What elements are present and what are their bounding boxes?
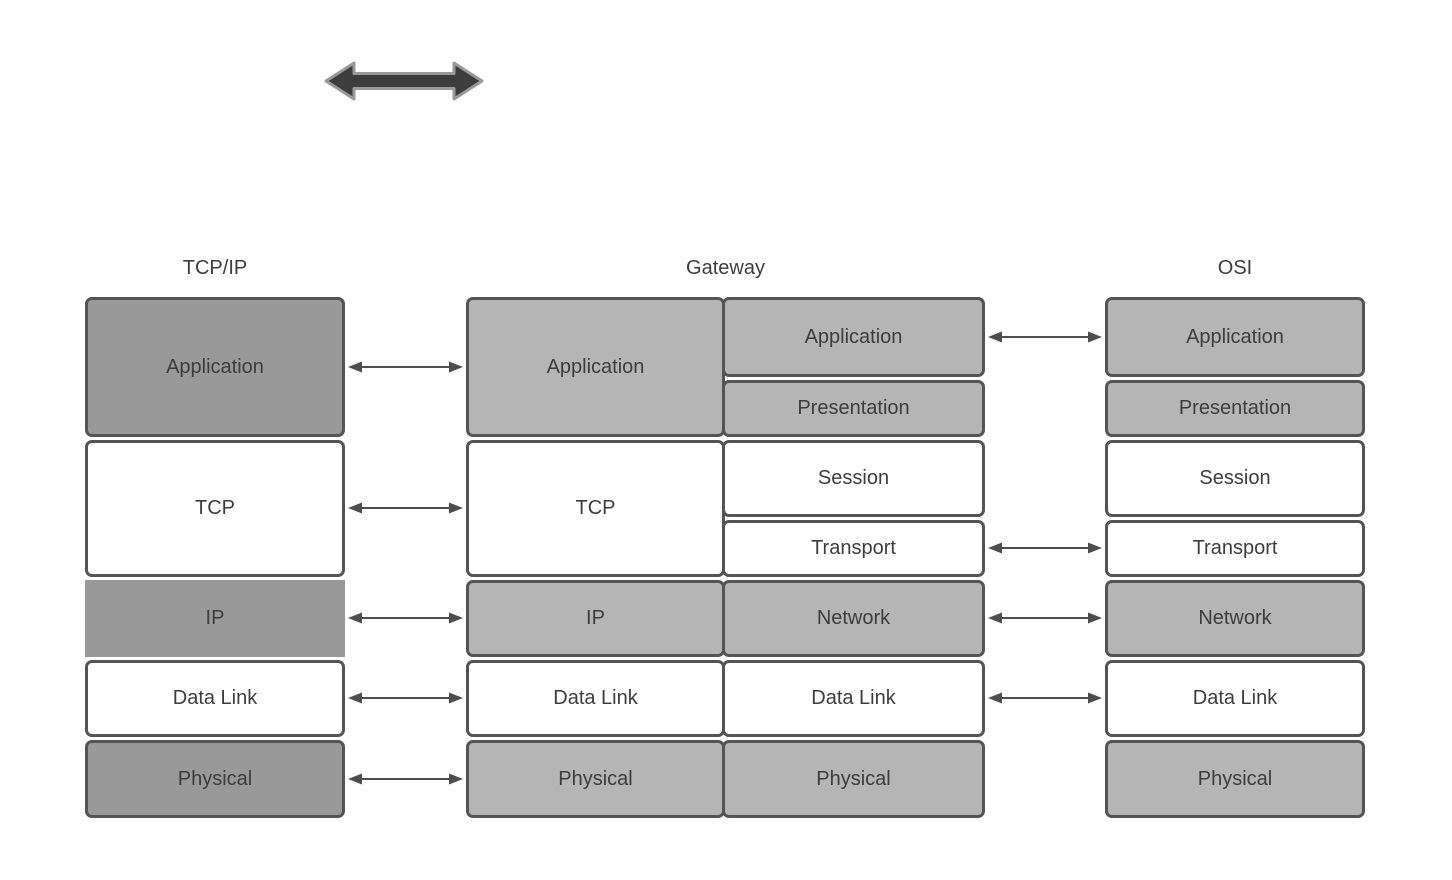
layer-label: TCP [575,497,616,519]
right-connector-network [988,612,1102,624]
tcpip-stack-layer-tcp: TCP [85,440,345,577]
tcpip-stack-layer-data-link: Data Link [85,660,345,737]
right-connector-application [988,331,1102,343]
gateway-left-stack-layer-application: Application [466,297,725,437]
gateway-right-stack-layer-data-link: Data Link [722,660,985,737]
layer-label: Network [1198,607,1272,629]
column-header-gateway: Gateway [686,257,765,279]
bidirectional-arrow-icon [324,61,484,101]
layer-label: Physical [558,767,633,790]
osi-stack-layer-presentation: Presentation [1105,380,1365,437]
right-connector-transport [988,542,1102,554]
layer-label: Application [546,355,645,378]
layer-label: Data Link [553,687,638,709]
left-connector-physical [348,773,463,785]
layer-label: Application [166,355,264,378]
gateway-right-stack-layer-presentation: Presentation [722,380,985,437]
layer-label: Presentation [1178,397,1292,419]
layer-label: TCP [195,497,235,519]
layer-label: Physical [816,767,891,790]
osi-stack-layer-session: Session [1105,440,1365,517]
column-header-tcpip: TCP/IP [182,257,248,279]
osi-stack-layer-physical: Physical [1105,740,1365,818]
right-connector-data-link [988,692,1102,704]
layer-label: Application [1186,325,1284,348]
gateway-right-stack-layer-session: Session [722,440,985,517]
layer-label: Session [1199,467,1271,489]
layer-label: Network [816,607,891,629]
layer-label: IP [586,607,605,629]
layer-label: Data Link [1192,687,1278,709]
layer-label: Transport [1192,537,1278,559]
gateway-right-stack-layer-network: Network [722,580,985,657]
left-connector-tcp [348,502,463,514]
layer-label: Physical [1197,767,1273,790]
layer-label: IP [205,607,225,629]
gateway-right-stack-layer-application: Application [722,297,985,377]
left-connector-ip [348,612,463,624]
left-connector-data-link [348,692,463,704]
tcpip-stack-layer-application: Application [85,297,345,437]
osi-stack-layer-transport: Transport [1105,520,1365,577]
osi-stack-layer-data-link: Data Link [1105,660,1365,737]
gateway-left-stack-layer-tcp: TCP [466,440,725,577]
gateway-left-stack-layer-data-link: Data Link [466,660,725,737]
layer-label: Session [817,467,890,489]
gateway-left-stack-layer-physical: Physical [466,740,725,818]
layer-label: Physical [177,767,253,790]
gateway-right-stack-layer-transport: Transport [722,520,985,577]
layer-label: Data Link [811,687,896,709]
gateway-right-stack-layer-physical: Physical [722,740,985,818]
osi-stack-layer-application: Application [1105,297,1365,377]
osi-stack-layer-network: Network [1105,580,1365,657]
layer-label: Application [804,325,903,348]
tcpip-stack-layer-ip: IP [85,580,345,657]
layer-label: Presentation [797,397,910,419]
column-header-osi: OSI [1217,257,1253,279]
tcpip-stack-layer-physical: Physical [85,740,345,818]
layer-label: Transport [811,537,896,559]
layer-label: Data Link [172,687,258,709]
left-connector-application [348,361,463,373]
